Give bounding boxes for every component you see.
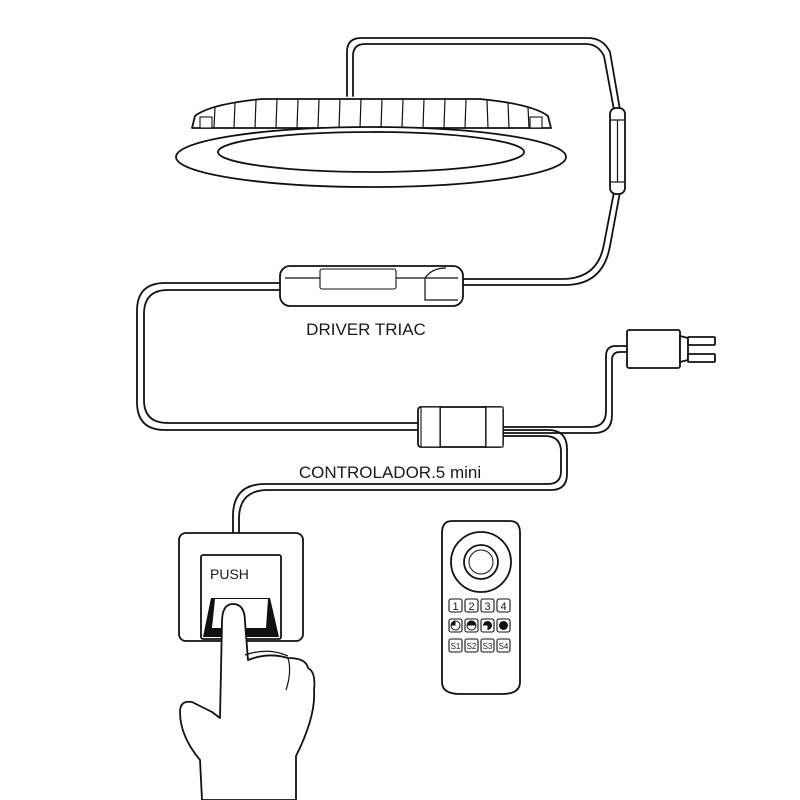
- brightness-25-icon[interactable]: [448, 618, 463, 633]
- cable-connector-to-driver: [461, 191, 621, 286]
- remote-scene-row: S1 S2 S3 S4: [448, 638, 511, 653]
- svg-text:2: 2: [468, 601, 474, 613]
- inline-connector: [609, 107, 626, 195]
- hand-finger: [179, 603, 316, 800]
- svg-text:S1: S1: [451, 642, 461, 651]
- mains-plug: [626, 329, 716, 369]
- svg-text:3: 3: [484, 601, 490, 613]
- remote-button-2[interactable]: 2: [464, 598, 479, 613]
- remote-button-s2[interactable]: S2: [464, 638, 479, 653]
- remote-number-row: 1 2 3 4: [448, 598, 511, 613]
- controller-module: [417, 406, 504, 448]
- brightness-100-icon[interactable]: [496, 618, 511, 633]
- driver-triac: [279, 265, 464, 307]
- cable-controller-to-plug: [502, 345, 628, 434]
- controller-label: CONTROLADOR.5 mini: [299, 463, 481, 482]
- remote-button-3[interactable]: 3: [480, 598, 495, 613]
- svg-text:S4: S4: [499, 642, 509, 651]
- remote-brightness-row: [448, 618, 511, 633]
- remote-button-s4[interactable]: S4: [496, 638, 511, 653]
- remote-button-s3[interactable]: S3: [480, 638, 495, 653]
- cable-controller-to-switch: [232, 429, 568, 534]
- svg-text:1: 1: [452, 601, 458, 613]
- push-label: PUSH: [210, 566, 249, 582]
- svg-text:4: 4: [500, 601, 506, 613]
- remote-button-4[interactable]: 4: [496, 598, 511, 613]
- cable-lamp-to-connector: [346, 37, 621, 111]
- brightness-50-icon[interactable]: [464, 618, 479, 633]
- remote-button-s1[interactable]: S1: [448, 638, 463, 653]
- brightness-75-icon[interactable]: [480, 618, 495, 633]
- driver-label: DRIVER TRIAC: [306, 320, 426, 339]
- cable-driver-to-controller: [136, 282, 419, 431]
- remote-button-1[interactable]: 1: [448, 598, 463, 613]
- svg-text:S2: S2: [467, 642, 477, 651]
- svg-text:S3: S3: [483, 642, 493, 651]
- downlight-panel: [175, 98, 567, 188]
